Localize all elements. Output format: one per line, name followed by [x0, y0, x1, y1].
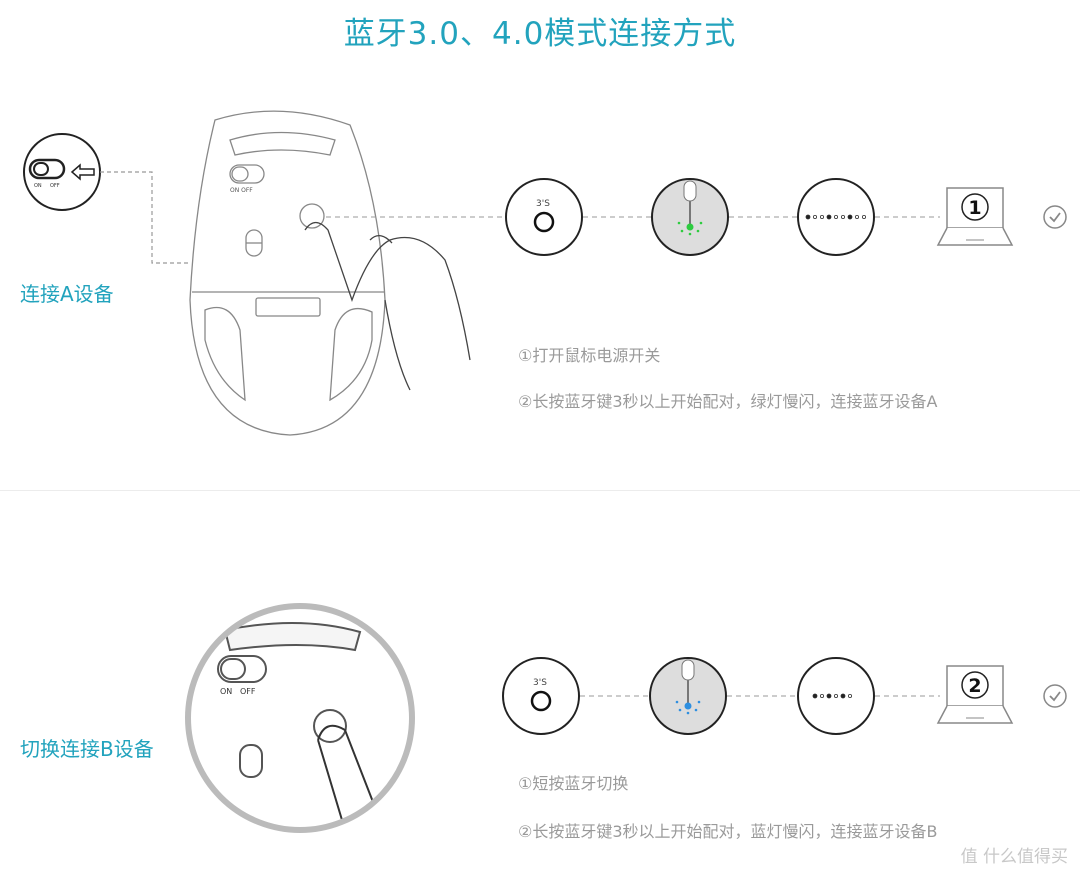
switch-on-text: ON: [34, 183, 42, 189]
check-icon: [1043, 205, 1067, 229]
svg-text:3'S: 3'S: [533, 678, 547, 688]
stopwatch-icon: [530, 690, 552, 712]
laptop-icon-b: 2: [936, 665, 1014, 724]
section-b-label: 切换连接B设备: [20, 737, 154, 761]
pairing-dots-step: [797, 178, 875, 256]
svg-text:OFF: OFF: [240, 687, 256, 696]
section-b-step-1: ①短按蓝牙切换: [518, 774, 629, 793]
svg-text:ON OFF: ON OFF: [230, 187, 253, 194]
section-divider: [0, 490, 1080, 491]
page-title: 蓝牙3.0、4.0模式连接方式: [343, 16, 737, 52]
svg-text:ON: ON: [220, 687, 232, 696]
stopwatch-icon: [533, 211, 555, 233]
svg-text:1: 1: [968, 197, 981, 219]
section-b-step-2: ②长按蓝牙键3秒以上开始配对，蓝灯慢闪，连接蓝牙设备B: [518, 822, 938, 841]
svg-text:2: 2: [968, 675, 981, 697]
led-step: [651, 178, 729, 256]
section-a-step-1: ①打开鼠标电源开关: [518, 346, 661, 365]
switch-off-text: OFF: [50, 183, 60, 189]
laptop-icon: 1: [936, 187, 1014, 246]
led-step-b: [649, 657, 727, 735]
green-led-icon: [686, 223, 694, 231]
mouse-illustration: ON OFF: [189, 110, 471, 436]
section-a-label: 连接A设备: [20, 282, 114, 306]
watermark: 值 什么值得买: [960, 847, 1068, 867]
arrow-left-icon: [70, 163, 95, 181]
svg-text:3'S: 3'S: [536, 199, 550, 209]
timer-step: 3'S: [505, 178, 583, 256]
power-switch-closeup: ON OFF: [23, 133, 101, 211]
timer-step-b: 3'S: [502, 657, 580, 735]
check-icon-b: [1043, 684, 1067, 708]
pairing-dots-step-b: [797, 657, 875, 735]
blue-led-icon: [684, 702, 692, 710]
mouse-closeup: ON OFF: [185, 603, 415, 833]
section-a-step-2: ②长按蓝牙键3秒以上开始配对，绿灯慢闪，连接蓝牙设备A: [518, 392, 938, 411]
